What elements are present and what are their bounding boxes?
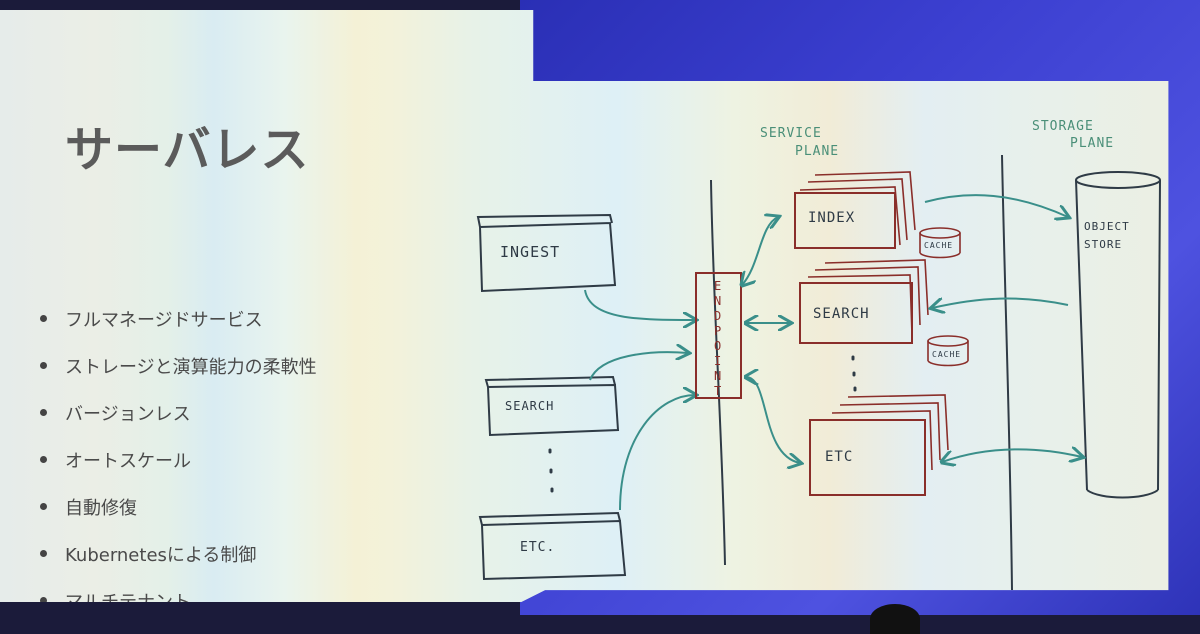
endpoint-letter: E [714, 279, 722, 293]
search-arrow [589, 352, 688, 381]
bullet-item: バージョンレス [40, 389, 317, 436]
endpoint-letter: N [714, 369, 722, 383]
endpoint-letter: T [714, 384, 722, 398]
slide: サーバレス フルマネージドサービス ストレージと演算能力の柔軟性 バージョンレス… [0, 10, 1169, 602]
cache-icon [919, 227, 961, 239]
endpoint-letter: P [714, 324, 722, 338]
endpoint-letter: O [714, 339, 722, 353]
etc-service-label: ETC [825, 449, 853, 465]
bullet-dot [40, 503, 47, 510]
object-store-label: OBJECT [1084, 220, 1130, 233]
storage-plane-divider [1001, 154, 1013, 591]
service-ellipsis-dots [851, 355, 857, 392]
bullet-dot [40, 456, 47, 463]
bullet-item: ストレージと演算能力の柔軟性 [40, 342, 317, 389]
audience-head [870, 604, 920, 634]
ellipsis-dots [548, 448, 554, 493]
bullet-item: Kubernetesによる制御 [40, 530, 317, 577]
index-to-store-arrow [924, 194, 1068, 217]
storage-plane-label: PLANE [1070, 136, 1114, 151]
search-box-stack [807, 259, 929, 336]
ingest-label: INGEST [500, 243, 560, 261]
object-store-cylinder [1075, 179, 1161, 499]
object-store-cylinder [1075, 171, 1161, 189]
bullet-dot [40, 315, 47, 322]
ingest-arrow [584, 289, 695, 320]
cache-icon [927, 341, 969, 367]
endpoint-letter: N [714, 294, 722, 308]
search-client-box [484, 375, 620, 437]
bullet-text: 自動修復 [65, 497, 137, 519]
cache-label: CACHE [932, 350, 961, 359]
endpoint-index-arrow [742, 217, 778, 285]
cache-icon [919, 233, 961, 259]
etc-client-box [478, 511, 627, 581]
bullet-list: フルマネージドサービス ストレージと演算能力の柔軟性 バージョンレス オートスケ… [40, 295, 317, 613]
search-service-box [799, 282, 913, 344]
endpoint-box [695, 272, 742, 399]
bullet-item: オートスケール [40, 436, 317, 483]
bullet-text: オートスケール [65, 450, 191, 472]
service-plane-label: PLANE [795, 144, 839, 159]
etc-store-arrow [942, 449, 1082, 462]
index-label: INDEX [808, 210, 855, 226]
bullet-item: マルチテナント [40, 577, 317, 613]
index-box [794, 192, 896, 249]
bullet-item: フルマネージドサービス [40, 295, 317, 342]
ingest-box [476, 213, 617, 293]
store-to-search-arrow [932, 299, 1069, 308]
bullet-text: フルマネージドサービス [65, 309, 263, 331]
endpoint-etc-arrow [746, 377, 800, 463]
cache-label: CACHE [924, 241, 953, 250]
bullet-item: 自動修復 [40, 483, 317, 530]
bullet-text: バージョンレス [65, 403, 191, 425]
etc-arrow [619, 395, 695, 511]
search-client-label: SEARCH [505, 399, 554, 413]
etc-client-label: ETC. [520, 540, 555, 555]
slide-title: サーバレス [65, 122, 310, 178]
endpoint-letter: I [714, 354, 722, 368]
cache-icon [927, 335, 969, 347]
bullet-dot [40, 362, 47, 369]
storage-plane-label: STORAGE [1032, 119, 1094, 134]
architecture-sketch: SERVICE PLANE STORAGE PLANE INGEST SEARC… [476, 119, 1161, 591]
bullet-text: Kubernetesによる制御 [65, 544, 257, 566]
etc-box-stack [831, 394, 949, 471]
endpoint-letter: D [714, 309, 722, 323]
bullet-dot [40, 550, 47, 557]
bullet-dot [40, 409, 47, 416]
etc-service-box [809, 419, 926, 496]
index-box-stack [799, 171, 916, 246]
bullet-dot [40, 597, 47, 602]
service-plane-divider [710, 179, 726, 566]
bullet-text: ストレージと演算能力の柔軟性 [65, 356, 317, 378]
search-service-label: SEARCH [813, 306, 870, 322]
bullet-text: マルチテナント [65, 591, 191, 613]
object-store-label: STORE [1084, 238, 1122, 251]
service-plane-label: SERVICE [760, 126, 822, 141]
